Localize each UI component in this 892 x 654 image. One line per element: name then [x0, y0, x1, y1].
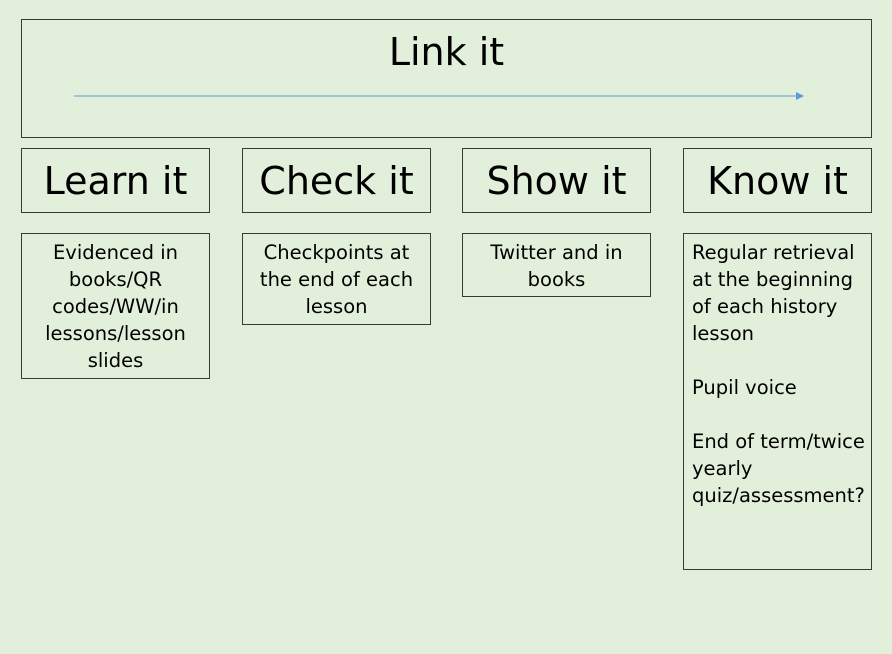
check-it-details: Checkpoints at the end of each lesson — [242, 233, 431, 325]
know-it-text-assessment: End of term/twice yearly quiz/assessment… — [692, 430, 865, 507]
show-it-text: Twitter and in books — [490, 241, 623, 291]
show-it-details: Twitter and in books — [462, 233, 651, 297]
heading-show-it: Show it — [462, 148, 651, 213]
know-it-text-pupil-voice: Pupil voice — [692, 376, 797, 399]
timeline-arrow-head — [796, 92, 804, 100]
learn-it-details: Evidenced in books/QR codes/WW/in lesson… — [21, 233, 210, 379]
check-it-text: Checkpoints at the end of each lesson — [259, 241, 414, 318]
banner-title: Link it — [388, 30, 505, 74]
heading-check-it: Check it — [242, 148, 431, 213]
heading-learn-it: Learn it — [21, 148, 210, 213]
link-it-banner: Link it — [21, 19, 872, 138]
know-it-text-retrieval: Regular retrieval at the beginning of ea… — [692, 241, 855, 345]
learn-it-text: Evidenced in books/QR codes/WW/in lesson… — [45, 241, 186, 372]
heading-know-it: Know it — [683, 148, 872, 213]
timeline-arrow — [74, 92, 804, 100]
know-it-details: Regular retrieval at the beginning of ea… — [683, 233, 872, 570]
